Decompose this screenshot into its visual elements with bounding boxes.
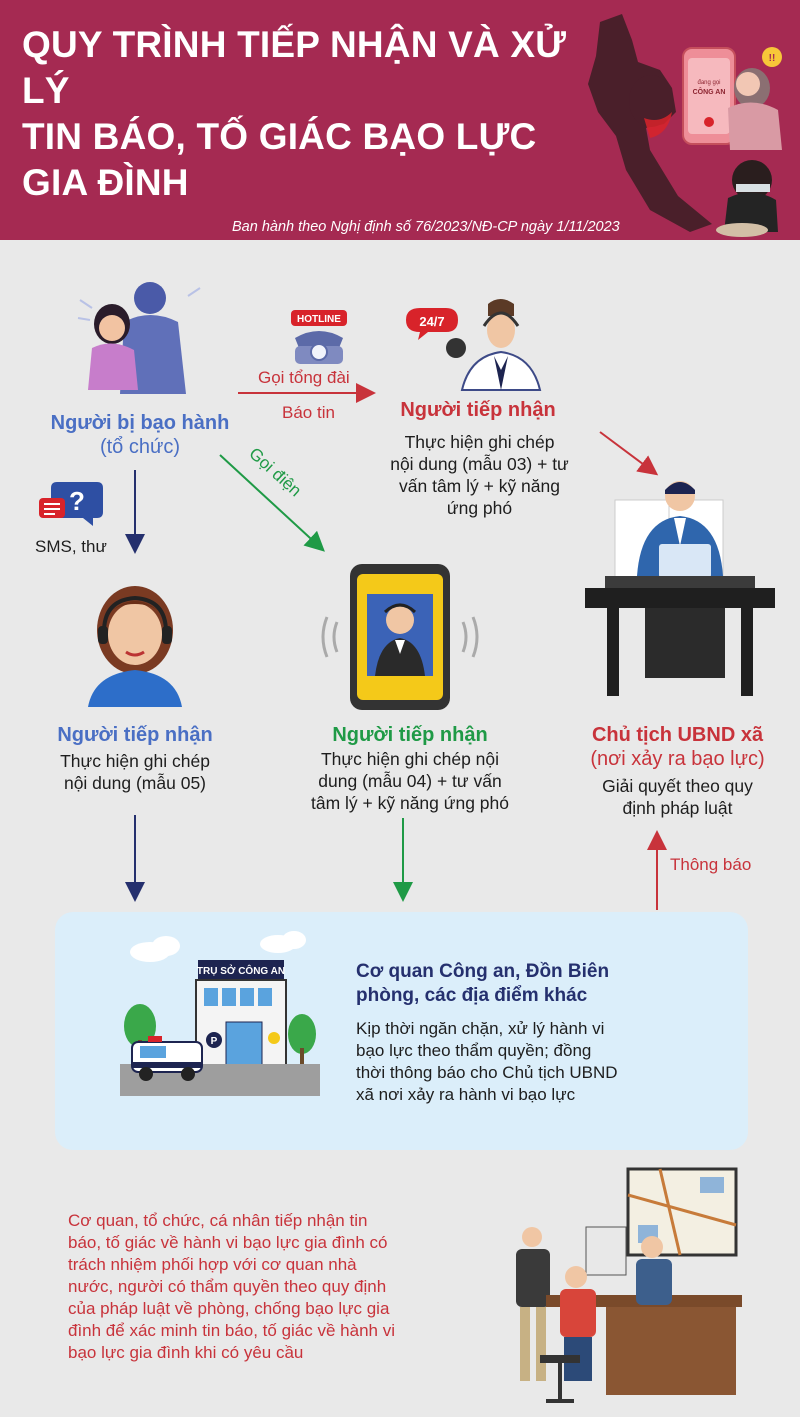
chairman-text: Giải quyết theo quy định pháp luật [565, 775, 790, 819]
footer-line: Cơ quan, tổ chức, cá nhân tiếp nhận tin [68, 1211, 368, 1230]
footer-line: đình để xác minh tin báo, tố giác về hàn… [68, 1321, 395, 1340]
edge-sms: SMS, thư [35, 537, 107, 556]
text-line: Giải quyết theo quy [602, 776, 753, 796]
receiver-sms-label: Người tiếp nhận [57, 724, 213, 746]
header-illustration: đang gọi CÔNG AN !! [588, 14, 782, 237]
page-title: QUY TRÌNH TIẾP NHẬN VÀ XỬ LÝ TIN BÁO, TỐ… [22, 22, 582, 206]
police-text: Kịp thời ngăn chặn, xử lý hành vi bạo lự… [356, 1018, 686, 1106]
text-line: dung (mẫu 04) + tư vấn [318, 771, 502, 791]
text-line: ứng phó [446, 498, 513, 518]
victim-illustration [77, 282, 201, 394]
receiver-call-text: Thực hiện ghi chép nội dung (mẫu 04) + t… [290, 748, 530, 814]
edge-notify: Thông báo [670, 855, 752, 874]
text-line: định pháp luật [622, 798, 733, 818]
police-station-icon: TRỤ SỞ CÔNG AN P [120, 931, 320, 1096]
header-banner: QUY TRÌNH TIẾP NHẬN VÀ XỬ LÝ TIN BÁO, TỐ… [0, 0, 800, 240]
text-line: vấn tâm lý + kỹ năng [399, 476, 560, 496]
footer-line: của pháp luật về phòng, chống bạo lực gi… [68, 1299, 390, 1318]
edge-hotline-top: Gọi tổng đài [258, 368, 350, 387]
subtitle: Ban hành theo Nghị định số 76/2023/NĐ-CP… [232, 219, 620, 235]
police-title: Cơ quan Công an, Đồn Biên phòng, các địa… [356, 960, 656, 1008]
receiver-hotline-illustration: 24/7 [406, 299, 542, 391]
edge-hotline-bottom: Báo tin [282, 403, 335, 422]
phone-screen-label: CÔNG AN [693, 87, 726, 96]
chairman-illustration [585, 481, 775, 696]
text-line: Thực hiện ghi chép [404, 432, 555, 452]
text-line: tâm lý + kỹ năng ứng phó [310, 793, 509, 813]
text-line: thời thông báo cho Chủ tịch UBND [356, 1063, 618, 1082]
control-room-illustration [516, 1167, 742, 1403]
hotline-phone-icon: HOTLINE [291, 310, 347, 364]
title-line: phòng, các địa điểm khác [356, 985, 588, 1006]
arrow-hotline-to-chairman [599, 431, 659, 476]
speech-bubble-question-icon: ? [39, 482, 103, 526]
chairman-label-2: (nơi xảy ra bạo lực) [590, 748, 765, 770]
text-line: nội dung (mẫu 03) + tư [390, 454, 569, 474]
svg-text:?: ? [69, 486, 85, 516]
receiver-hotline-text: Thực hiện ghi chép nội dung (mẫu 03) + t… [372, 431, 587, 519]
footer-line: nước, người có thẩm quyền theo quy định [68, 1277, 387, 1296]
receiver-call-label: Người tiếp nhận [332, 724, 488, 746]
receiver-sms-illustration [88, 586, 182, 707]
victim-label: Người bị bạo hành [50, 412, 230, 434]
receiver-call-illustration [321, 564, 479, 710]
chairman-label-1: Chủ tịch UBND xã [591, 724, 764, 746]
text-line: xã nơi xảy ra hành vi bạo lực [356, 1085, 576, 1104]
text-line: nội dung (mẫu 05) [63, 773, 207, 793]
victim-sub: (tổ chức) [99, 436, 181, 458]
alert-badge: !! [769, 53, 776, 64]
title-line-3: GIA ĐÌNH [22, 162, 189, 203]
receiver-sms-text: Thực hiện ghi chép nội dung (mẫu 05) [30, 750, 240, 794]
footer-line: báo, tố giác về hành vi bạo lực gia đình… [68, 1233, 388, 1252]
title-line: Cơ quan Công an, Đồn Biên [356, 961, 610, 982]
text-line: bạo lực theo thẩm quyền; đồng [356, 1041, 592, 1060]
parking-sign: P [211, 1036, 218, 1047]
phone-screen-small: đang gọi [697, 80, 720, 86]
hotline-badge: HOTLINE [297, 314, 341, 325]
footer-line: trách nhiệm phối hợp với cơ quan nhà [68, 1255, 357, 1274]
text-line: Kịp thời ngăn chặn, xử lý hành vi [356, 1019, 605, 1038]
receiver-hotline-label: Người tiếp nhận [400, 399, 556, 421]
edge-call: Gọi điện [245, 444, 305, 500]
footer-note: Cơ quan, tổ chức, cá nhân tiếp nhận tin … [68, 1210, 463, 1364]
police-sign: TRỤ SỞ CÔNG AN [197, 964, 285, 977]
arrow-victim-to-call-receiver [219, 454, 325, 552]
title-line-2: TIN BÁO, TỐ GIÁC BẠO LỰC [22, 116, 537, 157]
footer-line: bạo lực gia đình khi có yêu cầu [68, 1343, 304, 1362]
text-line: Thực hiện ghi chép nội [320, 749, 500, 769]
text-line: Thực hiện ghi chép [60, 751, 210, 771]
title-line-1: QUY TRÌNH TIẾP NHẬN VÀ XỬ LÝ [22, 24, 567, 111]
badge-247: 24/7 [419, 314, 444, 329]
